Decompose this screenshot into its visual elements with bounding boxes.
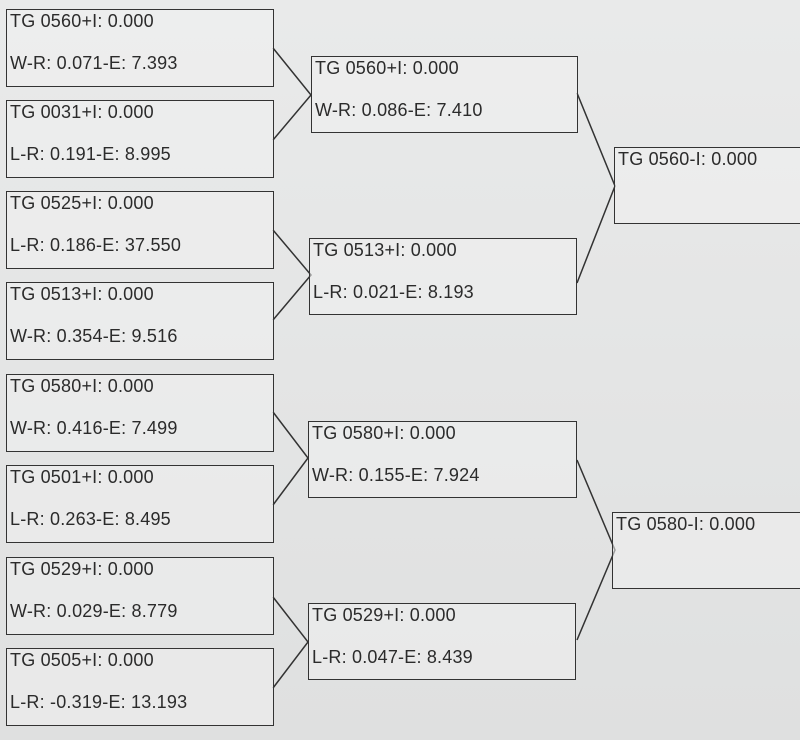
- team-title: TG 0513+I: 0.000: [10, 284, 154, 304]
- team-title: TG 0031+I: 0.000: [10, 102, 154, 122]
- team-title: TG 0529+I: 0.000: [10, 559, 154, 579]
- team-title: TG 0580+I: 0.000: [312, 423, 456, 443]
- team-title: TG 0560+I: 0.000: [10, 11, 154, 31]
- connector-r1-2: [272, 411, 309, 506]
- team-stats: L-R: 0.047-E: 8.439: [312, 647, 473, 667]
- bracket-node-r3-0: TG 0560-I: 0.000: [614, 147, 800, 224]
- bracket-node-r3-1: TG 0580-I: 0.000: [612, 512, 800, 589]
- bracket-node-r2-0: TG 0560+I: 0.000 W-R: 0.086-E: 7.410: [311, 56, 578, 133]
- team-stats: L-R: 0.021-E: 8.193: [313, 282, 474, 302]
- team-stats: L-R: 0.186-E: 37.550: [10, 235, 182, 255]
- team-stats: L-R: 0.191-E: 8.995: [10, 144, 171, 164]
- team-stats: W-R: 0.071-E: 7.393: [10, 53, 178, 73]
- connector-r1-3: [272, 596, 309, 689]
- connector-r1-0: [272, 47, 312, 141]
- bracket-node-r1-6: TG 0529+I: 0.000 W-R: 0.029-E: 8.779: [6, 557, 274, 635]
- bracket-node-r1-7: TG 0505+I: 0.000 L-R: -0.319-E: 13.193: [6, 648, 274, 726]
- bracket-node-r1-0: TG 0560+I: 0.000 W-R: 0.071-E: 7.393: [6, 9, 274, 87]
- team-stats: W-R: 0.029-E: 8.779: [10, 601, 178, 621]
- team-stats: L-R: 0.263-E: 8.495: [10, 509, 171, 529]
- bracket-node-r2-3: TG 0529+I: 0.000 L-R: 0.047-E: 8.439: [308, 603, 576, 680]
- bracket-node-r1-2: TG 0525+I: 0.000 L-R: 0.186-E: 37.550: [6, 191, 274, 269]
- team-title: TG 0560+I: 0.000: [315, 58, 459, 78]
- connector-r1-1: [272, 229, 312, 321]
- team-stats: L-R: -0.319-E: 13.193: [10, 692, 188, 712]
- team-title: TG 0525+I: 0.000: [10, 193, 154, 213]
- team-title: TG 0529+I: 0.000: [312, 605, 456, 625]
- connector-r2-0: [576, 92, 616, 284]
- bracket-node-r1-1: TG 0031+I: 0.000 L-R: 0.191-E: 8.995: [6, 100, 274, 178]
- team-stats: W-R: 0.086-E: 7.410: [315, 100, 483, 120]
- team-stats: W-R: 0.354-E: 9.516: [10, 326, 178, 346]
- connector-r2-1: [576, 459, 616, 641]
- bracket-node-r2-2: TG 0580+I: 0.000 W-R: 0.155-E: 7.924: [308, 421, 577, 498]
- bracket-node-r1-5: TG 0501+I: 0.000 L-R: 0.263-E: 8.495: [6, 465, 274, 543]
- bracket-node-r1-4: TG 0580+I: 0.000 W-R: 0.416-E: 7.499: [6, 374, 274, 452]
- team-title: TG 0580-I: 0.000: [616, 514, 756, 534]
- team-title: TG 0560-I: 0.000: [618, 149, 758, 169]
- team-stats: W-R: 0.416-E: 7.499: [10, 418, 178, 438]
- bracket-node-r1-3: TG 0513+I: 0.000 W-R: 0.354-E: 9.516: [6, 282, 274, 360]
- bracket-node-r2-1: TG 0513+I: 0.000 L-R: 0.021-E: 8.193: [309, 238, 577, 315]
- team-title: TG 0580+I: 0.000: [10, 376, 154, 396]
- team-stats: W-R: 0.155-E: 7.924: [312, 465, 480, 485]
- team-title: TG 0513+I: 0.000: [313, 240, 457, 260]
- team-title: TG 0501+I: 0.000: [10, 467, 154, 487]
- team-title: TG 0505+I: 0.000: [10, 650, 154, 670]
